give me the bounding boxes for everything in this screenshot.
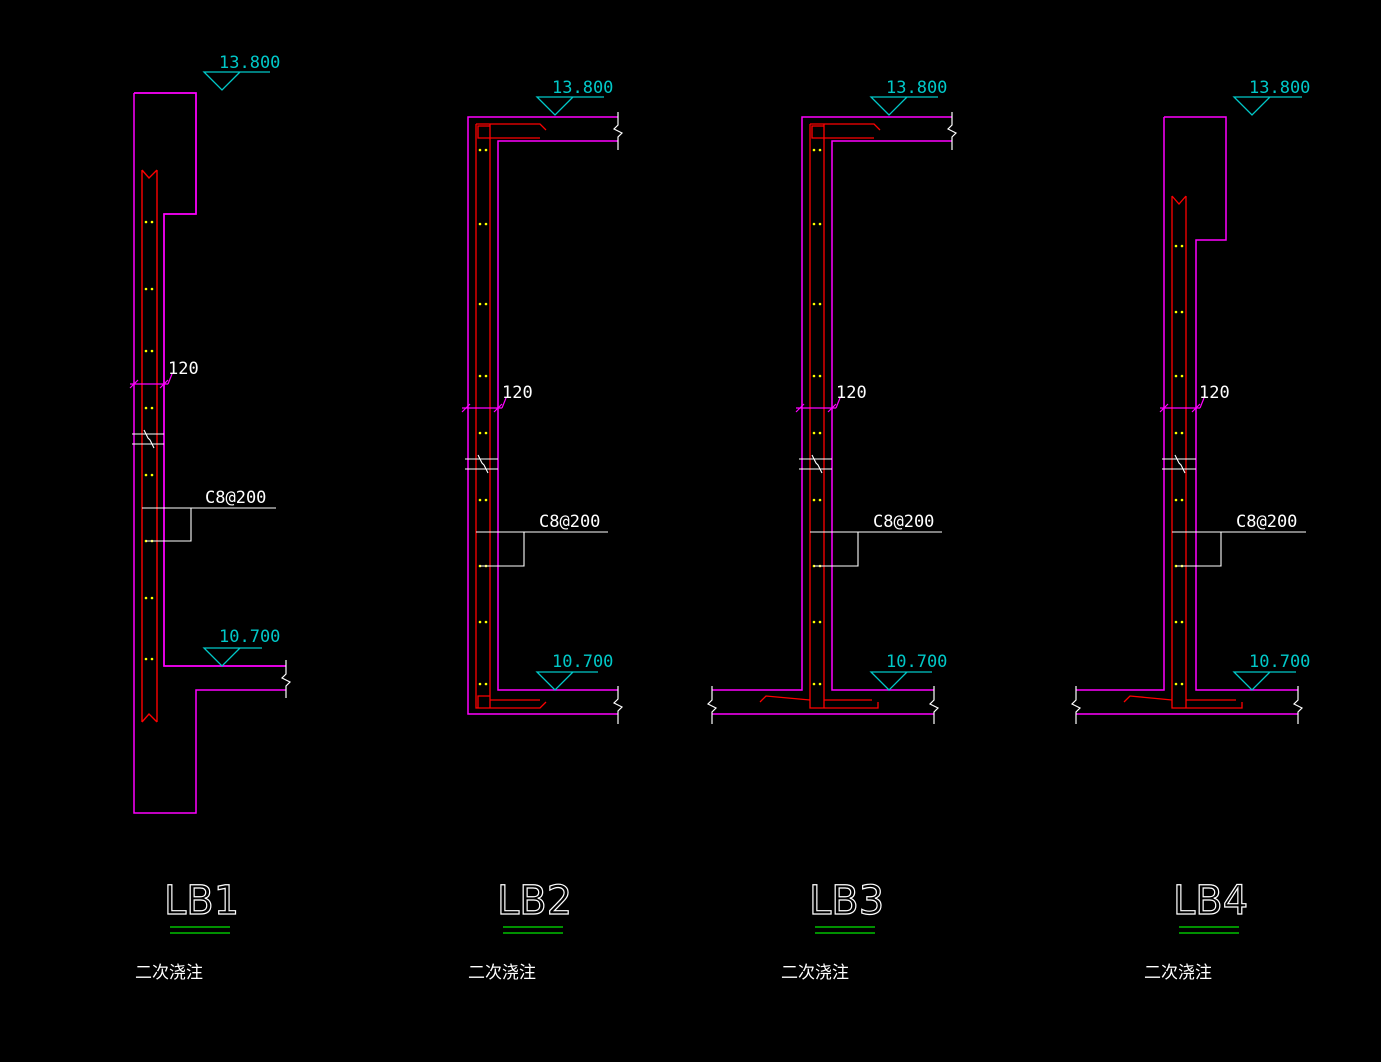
lb4-title-underline [1179,926,1239,934]
lb2-title: LB2 [497,878,572,924]
lb3-break-top [946,112,958,150]
lb4-bottom-elevation: 10.700 [1249,652,1310,672]
lb3-break-right [928,686,940,724]
lb1-rebar-dots [144,220,154,661]
lb3-wall-break [799,454,832,474]
lb1-title: LB1 [164,878,239,924]
lb1-break-line [280,660,292,698]
lb3-rebar-leader [810,531,942,567]
lb3-bottom-elevation: 10.700 [886,652,947,672]
lb2-title-underline [503,926,563,934]
lb1-top-elevation: 13.800 [219,53,280,73]
lb2-top-elev-marker [535,96,604,116]
lb2-wall-break [465,454,498,474]
lb2-rebar-cage [475,123,547,709]
lb4-thickness-dim [1159,397,1205,413]
section-lb3: 120 C8@200 13.800 10.700 LB3 二次浇注 [706,78,958,983]
lb3-note: 二次浇注 [781,963,849,983]
lb1-rebar-cage [141,169,158,723]
lb2-break-top [612,112,624,150]
lb1-top-elev-marker [202,71,270,91]
lb4-concrete-outline [1076,116,1298,715]
section-lb4: 120 C8@200 13.800 10.700 LB4 二次浇注 [1070,78,1310,983]
lb3-break-left [706,686,718,724]
lb1-title-underline [170,926,230,934]
lb3-top-elevation: 13.800 [886,78,947,98]
lb1-wall-break [132,429,164,449]
lb3-rebar-dots [812,148,822,686]
lb2-break-bottom [612,686,624,724]
lb4-rebar-cage [1123,195,1243,709]
lb4-top-elevation: 13.800 [1249,78,1310,98]
lb2-bottom-elev-marker [535,671,598,691]
lb3-thickness-label: 120 [836,383,867,403]
lb2-rebar-label: C8@200 [539,512,600,532]
lb4-rebar-dots [1174,244,1184,686]
lb1-note: 二次浇注 [135,963,203,983]
lb4-top-elev-marker [1232,96,1302,116]
lb3-rebar-cage [759,123,881,709]
lb1-rebar-label: C8@200 [205,488,266,508]
section-lb1: 120 C8@200 13.800 10.700 LB1 二次浇注 [129,53,292,983]
lb2-rebar-dots [478,148,488,686]
lb4-rebar-label: C8@200 [1236,512,1297,532]
lb2-rebar-leader [476,531,608,567]
lb3-top-elev-marker [869,96,938,116]
lb2-concrete-outline [467,116,618,715]
lb4-thickness-label: 120 [1199,383,1230,403]
lb3-title: LB3 [809,878,884,924]
lb1-bottom-elevation: 10.700 [219,627,280,647]
lb2-thickness-label: 120 [502,383,533,403]
lb2-bottom-elevation: 10.700 [552,652,613,672]
lb1-thickness-label: 120 [168,359,199,379]
lb2-thickness-dim [461,397,507,413]
lb4-bottom-elev-marker [1232,671,1296,691]
lb1-rebar-leader [142,507,276,542]
lb3-title-underline [815,926,875,934]
lb1-thickness-dim [129,373,173,389]
lb3-thickness-dim [795,397,841,413]
lb4-title: LB4 [1173,878,1248,924]
lb4-note: 二次浇注 [1144,963,1212,983]
lb4-wall-break [1162,454,1196,474]
lb3-rebar-label: C8@200 [873,512,934,532]
lb3-bottom-elev-marker [869,671,932,691]
lb3-concrete-outline [712,116,952,715]
lb4-break-left [1070,686,1082,724]
lb4-break-right [1292,686,1304,724]
lb4-rebar-leader [1172,531,1306,567]
lb1-concrete-outline-2 [133,92,286,814]
lb2-note: 二次浇注 [468,963,536,983]
section-lb2: 120 C8@200 13.800 10.700 LB2 二次浇注 [461,78,624,983]
lb2-top-elevation: 13.800 [552,78,613,98]
lb1-bottom-elev-marker [202,647,262,667]
